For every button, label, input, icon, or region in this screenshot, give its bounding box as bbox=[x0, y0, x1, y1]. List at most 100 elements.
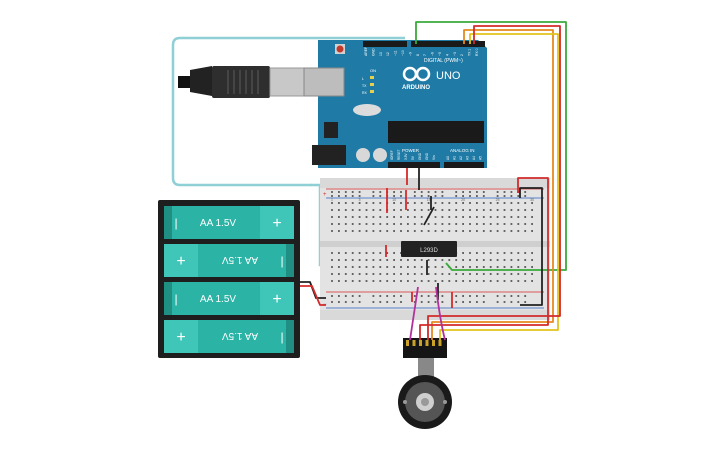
red-wire-rail[interactable] bbox=[419, 177, 549, 340]
arduino-pin-label: AREF bbox=[364, 47, 368, 56]
battery-minus-end bbox=[164, 206, 172, 239]
wires[interactable] bbox=[300, 21, 567, 341]
arduino-model: UNO bbox=[436, 70, 461, 82]
black-jumper-2[interactable] bbox=[423, 206, 435, 226]
status-led bbox=[370, 90, 374, 93]
row-number: 20 bbox=[461, 198, 465, 202]
battery-plus-cap bbox=[164, 244, 198, 277]
arduino-pin-label: ~11 bbox=[394, 50, 398, 56]
rail-plus-top: + bbox=[323, 192, 327, 198]
power-pin-label: 3.3V bbox=[404, 153, 408, 160]
motor-wire-bundle bbox=[418, 358, 434, 378]
battery-red-wire[interactable] bbox=[300, 285, 326, 306]
atmega-chip bbox=[388, 121, 484, 143]
status-led bbox=[370, 83, 374, 86]
battery-label: AA 1.5V bbox=[222, 330, 258, 341]
analog-pin-label: A0 bbox=[446, 156, 450, 160]
crystal bbox=[353, 104, 381, 116]
arduino-brand: ARDUINO bbox=[402, 85, 430, 91]
digital-header-left bbox=[363, 41, 407, 47]
usb-cable[interactable] bbox=[171, 36, 412, 267]
battery-plus-cap bbox=[260, 282, 294, 315]
arduino-pin-label: ~3 bbox=[453, 52, 457, 56]
arduino-pin-label: TX 1 bbox=[468, 49, 472, 56]
row-number: 30 bbox=[530, 198, 534, 202]
arduino-pin-label: 4 bbox=[445, 54, 449, 56]
analog-pin-label: A1 bbox=[453, 156, 457, 160]
capacitor-2 bbox=[373, 148, 387, 162]
battery-label: AA 1.5V bbox=[200, 218, 236, 229]
battery-label: AA 1.5V bbox=[200, 294, 236, 305]
led-label: L bbox=[362, 77, 364, 81]
battery-plus-cap bbox=[164, 320, 198, 353]
red-wire-encoder[interactable] bbox=[427, 25, 561, 340]
power-pin-label: GND bbox=[418, 152, 422, 160]
green-wire[interactable] bbox=[415, 21, 567, 271]
magenta-wire-2[interactable] bbox=[435, 286, 446, 341]
analog-pin-label: A4 bbox=[472, 156, 476, 160]
battery-cell: +|AA 1.5V bbox=[164, 320, 294, 353]
status-led bbox=[370, 76, 374, 79]
analog-pin-label: A2 bbox=[459, 156, 463, 160]
power-pin-label: 5V bbox=[411, 155, 415, 160]
reset-button[interactable] bbox=[336, 45, 344, 53]
battery-minus-symbol: | bbox=[174, 216, 177, 230]
power-pin-label: IOREF bbox=[390, 150, 394, 160]
analog-pin-label: A3 bbox=[466, 156, 470, 160]
encoder-motor[interactable] bbox=[398, 338, 452, 429]
black-wire-rail[interactable] bbox=[519, 187, 543, 306]
arduino-pin-label: RX 0 bbox=[475, 48, 479, 56]
arduino-logo bbox=[402, 66, 431, 82]
power-label: POWER bbox=[402, 148, 420, 153]
arduino-pin-label: 8 bbox=[416, 54, 420, 56]
breadboard-holes bbox=[331, 191, 533, 303]
battery-plus-symbol: + bbox=[272, 291, 281, 308]
arduino-pin-label: 2 bbox=[460, 54, 464, 56]
row-number: 1 bbox=[331, 198, 333, 202]
arduino-pin-label: 7 bbox=[423, 54, 427, 56]
power-pin-label: Vin bbox=[432, 155, 436, 160]
battery-plus-symbol: + bbox=[272, 215, 281, 232]
analog-header bbox=[444, 162, 484, 168]
usb-port bbox=[303, 67, 345, 97]
power-jack bbox=[312, 145, 346, 165]
battery-label: AA 1.5V bbox=[222, 254, 258, 265]
voltage-regulator bbox=[324, 122, 338, 138]
yellow-wire[interactable] bbox=[439, 33, 559, 340]
arduino-pin-label: ~10 bbox=[401, 50, 405, 56]
digital-header-right bbox=[411, 41, 485, 47]
battery-plus-cap bbox=[260, 206, 294, 239]
battery-cell: + | AA 1.5V bbox=[164, 282, 294, 315]
analog-label: ANALOG IN bbox=[450, 148, 475, 153]
row-number: 5 bbox=[359, 198, 361, 202]
power-header bbox=[388, 162, 440, 168]
power-pin-label: GND bbox=[425, 152, 429, 160]
magenta-wire-1[interactable] bbox=[409, 286, 419, 341]
chip-label: L293D bbox=[420, 248, 438, 254]
row-number: 25 bbox=[496, 198, 500, 202]
arduino-pin-label: 13 bbox=[379, 52, 383, 56]
arduino-pin-label: 12 bbox=[386, 52, 390, 56]
arduino-uno-board[interactable]: ARDUINO UNO DIGITAL (PWM~) POWER ANALOG … bbox=[303, 40, 487, 168]
digital-label: DIGITAL (PWM~) bbox=[424, 58, 463, 64]
arduino-pin-label: ~9 bbox=[408, 52, 412, 56]
battery-minus-symbol: | bbox=[174, 292, 177, 306]
arduino-pin-label: GND bbox=[371, 48, 375, 56]
battery-minus-symbol: | bbox=[280, 330, 283, 344]
battery-minus-end bbox=[286, 244, 294, 277]
row-number: 15 bbox=[427, 198, 431, 202]
l293d-chip[interactable]: L293D bbox=[401, 241, 457, 257]
led-label: RX bbox=[362, 91, 368, 95]
battery-cell: +|AA 1.5V bbox=[164, 244, 294, 277]
battery-cell: + | AA 1.5V bbox=[164, 206, 294, 239]
battery-pack[interactable]: +|AA 1.5V+|AA 1.5V+|AA 1.5V+|AA 1.5V bbox=[158, 200, 300, 358]
arduino-pin-label: ~5 bbox=[438, 52, 442, 56]
led-label: TX bbox=[362, 84, 367, 88]
battery-minus-end bbox=[286, 320, 294, 353]
capacitor-1 bbox=[356, 148, 370, 162]
battery-minus-symbol: | bbox=[280, 254, 283, 268]
on-led-label: ON bbox=[370, 68, 376, 73]
arduino-pin-label: ~6 bbox=[431, 52, 435, 56]
analog-pin-label: A5 bbox=[479, 156, 483, 160]
